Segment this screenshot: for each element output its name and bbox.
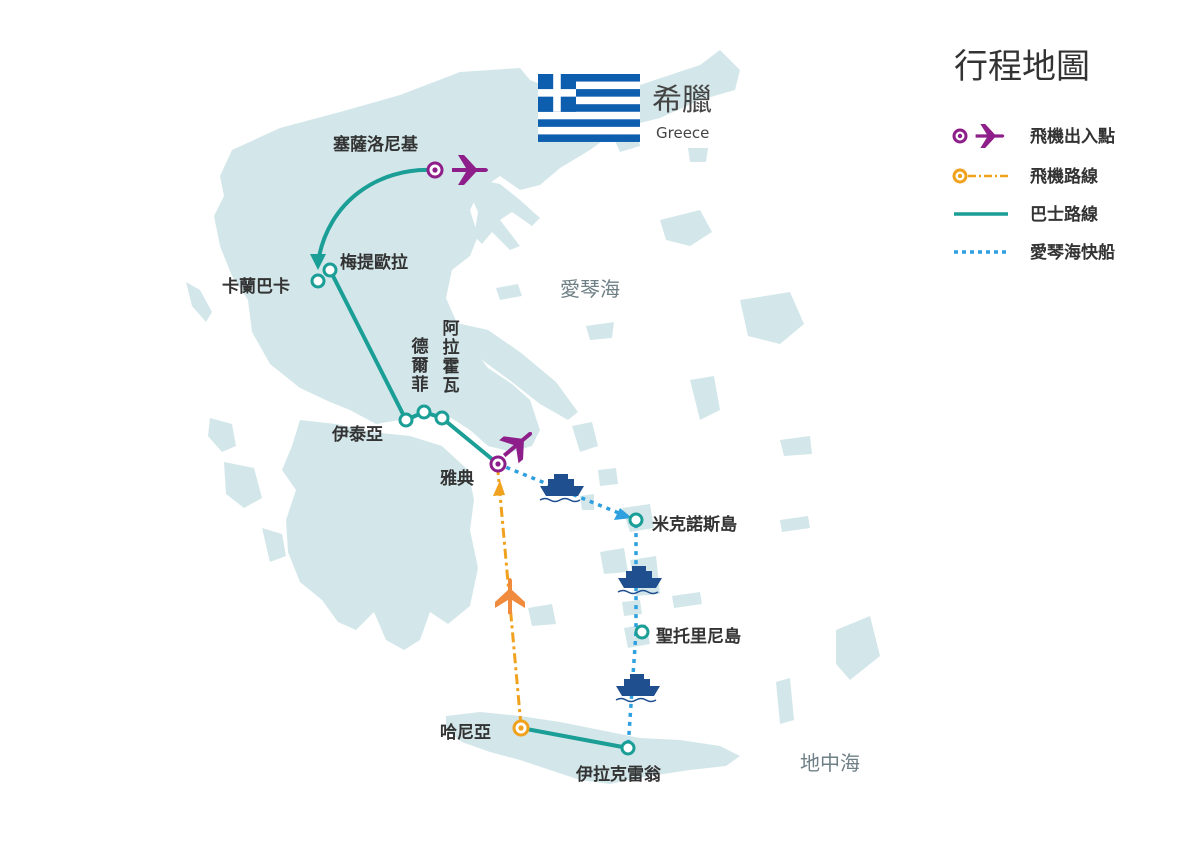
lesbos xyxy=(740,292,804,344)
ship-icon xyxy=(615,674,660,703)
ferry-route xyxy=(497,462,638,749)
peloponnese xyxy=(282,420,478,650)
ship-icon xyxy=(539,474,584,503)
city-label-santorini: 聖托里尼島 xyxy=(656,626,741,647)
bus-route-thessaloniki-kalambaka xyxy=(316,167,433,263)
marker-thessaloniki xyxy=(426,161,444,179)
chios xyxy=(690,376,720,420)
greek-flag xyxy=(538,74,640,142)
marker-santorini xyxy=(634,624,650,640)
legend-label-flight-route: 飛機路線 xyxy=(1029,166,1098,187)
marker-meteora xyxy=(322,262,338,278)
city-label-thessaloniki: 塞薩洛尼基 xyxy=(333,134,419,155)
aegean-sea-label: 愛琴海 xyxy=(560,277,620,301)
country-name-en: Greece xyxy=(656,124,709,142)
marker-arachova xyxy=(434,410,450,426)
samos xyxy=(780,436,812,456)
city-label-arachova: 阿拉霍瓦 xyxy=(443,319,460,396)
mediterranean-sea-label: 地中海 xyxy=(800,751,860,775)
city-label-mykonos: 米克諾斯島 xyxy=(652,514,737,535)
lemnos xyxy=(660,210,712,246)
corfu xyxy=(186,282,212,322)
andros xyxy=(572,422,598,452)
kos xyxy=(780,516,810,532)
milos xyxy=(528,604,556,626)
paros xyxy=(600,548,628,574)
marker-kalambaka xyxy=(310,273,326,289)
city-label-kalambaka: 卡蘭巴卡 xyxy=(222,276,290,297)
country-name: 希臘 xyxy=(652,83,712,118)
city-label-delphi: 德爾菲 xyxy=(411,336,429,395)
marker-athens xyxy=(489,455,507,473)
city-label-heraklion: 伊拉克雷翁 xyxy=(575,764,662,785)
legend-dashdot-line-icon xyxy=(952,168,1010,184)
legend-label-bus-route: 巴士路線 xyxy=(1030,204,1098,225)
tinos xyxy=(598,468,618,486)
ios xyxy=(622,600,642,616)
ship-icon xyxy=(617,566,662,595)
city-label-meteora: 梅提歐拉 xyxy=(340,252,408,273)
legend-title: 行程地圖 xyxy=(954,47,1090,87)
sporades xyxy=(496,284,522,300)
marker-mykonos xyxy=(628,512,644,528)
airplane-icon xyxy=(499,431,533,464)
airplane-icon xyxy=(452,155,488,185)
lefkada xyxy=(208,418,236,452)
marker-itea xyxy=(398,412,414,428)
marker-delphi xyxy=(416,404,432,420)
city-label-athens: 雅典 xyxy=(439,468,474,489)
mainland-north xyxy=(214,50,740,452)
city-label-chania: 哈尼亞 xyxy=(440,722,491,743)
amorgos xyxy=(672,592,702,608)
flight-route-arrowhead xyxy=(493,480,505,496)
marker-heraklion xyxy=(620,740,636,756)
samothrace xyxy=(688,148,708,162)
legend-label-ferry: 愛琴海快船 xyxy=(1030,242,1115,263)
bus-route-arrowhead xyxy=(310,254,326,270)
euboea xyxy=(452,322,578,420)
skyros xyxy=(586,322,614,340)
legend-label-plane-endpoint: 飛機出入點 xyxy=(1029,126,1115,147)
kefalonia xyxy=(224,462,262,508)
flight-plane-icon xyxy=(495,578,525,614)
rhodes xyxy=(836,616,880,680)
marker-chania xyxy=(512,719,530,737)
ferry-route-arrowhead xyxy=(614,508,632,520)
karpathos xyxy=(776,678,794,724)
legend-airplane-endpoint-icon xyxy=(952,124,1005,148)
chalkidiki xyxy=(462,176,540,250)
zakynthos xyxy=(262,528,286,562)
bus-route-chania-heraklion xyxy=(520,726,629,750)
city-label-itea: 伊泰亞 xyxy=(331,424,383,445)
